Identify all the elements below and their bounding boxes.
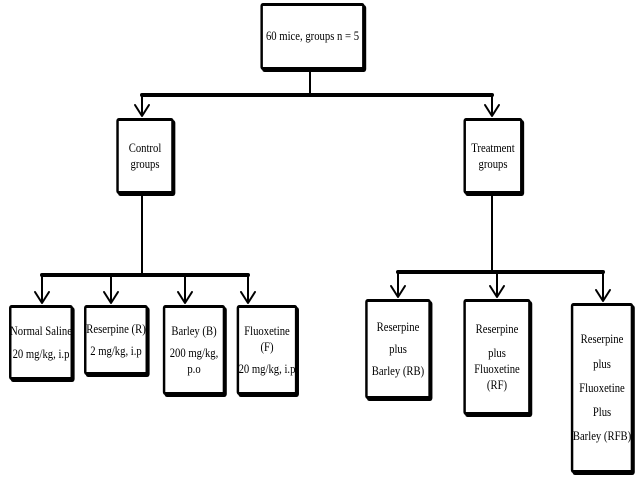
reserpine-fluoxetine-barley-label-line2: plus: [593, 355, 611, 371]
reserpine-barley-label-line1: Reserpine: [376, 318, 420, 334]
root-node: 60 mice, groups n = 5: [260, 3, 365, 70]
barley-label-line3: p.o: [187, 361, 201, 377]
reserpine-fluoxetine-barley-label-line5: Barley (RFB): [572, 428, 632, 444]
reserpine-barley-label-line2: plus: [389, 340, 407, 356]
control-groups-label-line2: groups: [130, 156, 160, 171]
control-groups-node: Control groups: [116, 118, 174, 194]
control-groups-label-line1: Control: [128, 139, 162, 155]
reserpine-barley-node: Reserpine plus Barley (RB): [365, 299, 431, 399]
reserpine-label-line1: Reserpine (R): [86, 320, 146, 336]
reserpine-fluoxetine-label-line2: plus: [488, 344, 506, 360]
reserpine-fluoxetine-label-line4: (RF): [486, 377, 508, 393]
fluoxetine-label-line1: Fluoxetine: [244, 322, 290, 338]
treatment-groups-label-line1: Treatment: [471, 139, 515, 155]
reserpine-barley-label-line3: Barley (RB): [371, 363, 425, 379]
normal-saline-label-line1: Normal Saline: [10, 323, 72, 339]
reserpine-fluoxetine-node: Reserpine plus Fluoxetine (RF): [463, 299, 531, 415]
reserpine-label-line2: 2 mg/kg, i.p: [90, 343, 142, 358]
barley-label-line1: Barley (B): [171, 322, 217, 338]
reserpine-fluoxetine-barley-label-line3: Fluoxetine: [579, 379, 625, 395]
fluoxetine-node: Fluoxetine (F) 20 mg/kg, i.p: [236, 305, 298, 395]
reserpine-fluoxetine-barley-label-line1: Reserpine: [580, 331, 624, 347]
barley-node: Barley (B) 200 mg/kg, p.o: [162, 305, 226, 395]
normal-saline-label-line2: 20 mg/kg, i.p: [12, 345, 70, 361]
root-node-label: 60 mice, groups n = 5: [265, 28, 360, 44]
reserpine-fluoxetine-label-line3: Fluoxetine: [474, 361, 520, 376]
treatment-groups-label-line2: groups: [478, 156, 508, 171]
reserpine-fluoxetine-barley-label-line4: Plus: [592, 404, 612, 420]
reserpine-fluoxetine-label-line1: Reserpine: [475, 320, 519, 336]
reserpine-fluoxetine-barley-node: Reserpine plus Fluoxetine Plus Barley (R…: [570, 303, 634, 473]
barley-label-line2: 200 mg/kg,: [169, 344, 219, 360]
reserpine-node: Reserpine (R) 2 mg/kg, i.p: [84, 305, 148, 375]
normal-saline-node: Normal Saline 20 mg/kg, i.p: [9, 305, 73, 380]
treatment-groups-node: Treatment groups: [463, 118, 523, 194]
fluoxetine-label-line3: 20 mg/kg, i.p: [238, 361, 296, 377]
fluoxetine-label-line2: (F): [260, 338, 274, 354]
